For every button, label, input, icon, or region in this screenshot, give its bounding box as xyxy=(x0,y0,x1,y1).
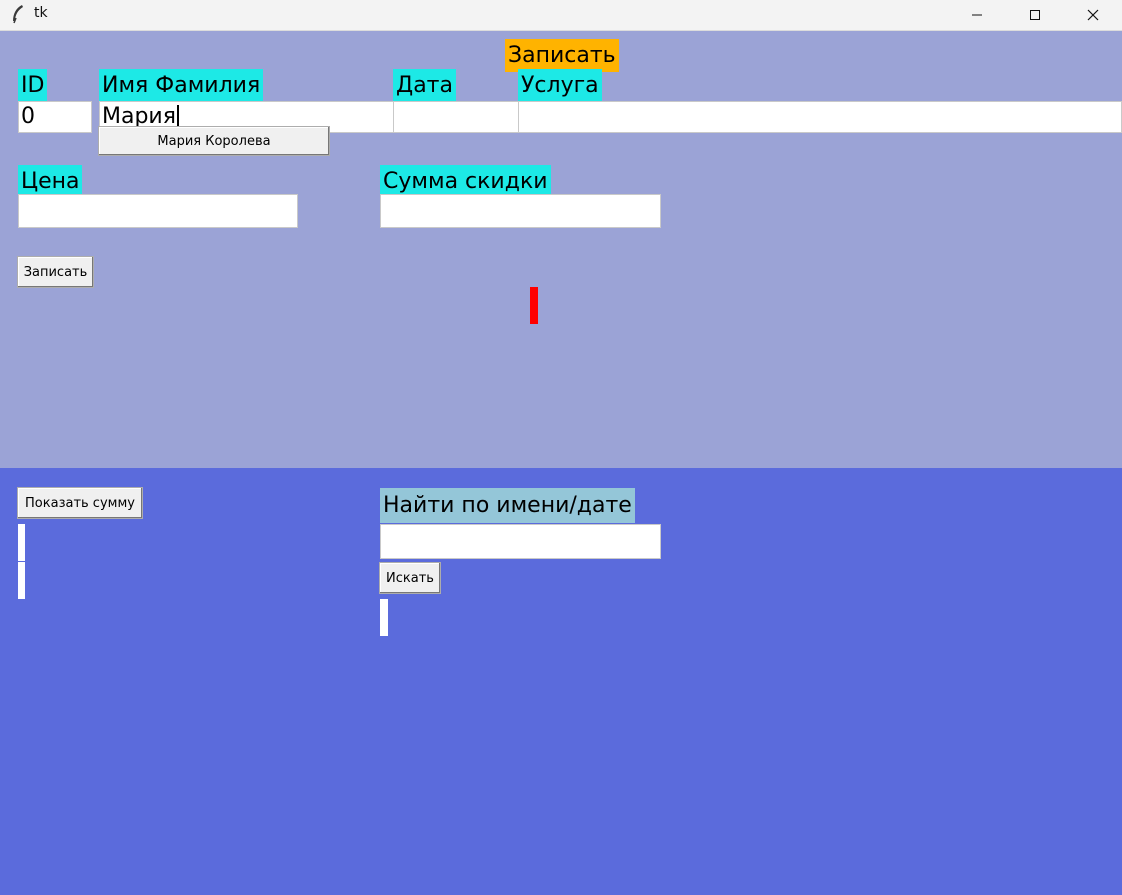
discount-label: Сумма скидки xyxy=(380,165,551,198)
service-label: Услуга xyxy=(518,69,602,102)
status-indicator xyxy=(530,287,538,324)
name-suggestion-item[interactable]: Мария Королева xyxy=(98,126,330,156)
search-button[interactable]: Искать xyxy=(379,562,441,594)
name-input-value: Мария xyxy=(102,104,176,129)
discount-input[interactable] xyxy=(380,194,661,228)
search-input[interactable] xyxy=(380,524,661,559)
text-caret xyxy=(176,105,179,129)
sum-output-label xyxy=(18,524,25,561)
price-label: Цена xyxy=(18,165,83,198)
minimize-button[interactable] xyxy=(948,0,1006,30)
search-result-label xyxy=(380,599,388,636)
date-label: Дата xyxy=(393,69,456,102)
close-icon xyxy=(1087,6,1099,25)
form-title: Записать xyxy=(505,39,619,72)
price-input[interactable] xyxy=(18,194,298,228)
name-label: Имя Фамилия xyxy=(99,69,264,102)
search-label: Найти по имени/дате xyxy=(380,488,635,523)
maximize-button[interactable] xyxy=(1006,0,1064,30)
minimize-icon xyxy=(971,6,983,25)
id-input-value: 0 xyxy=(21,104,35,129)
service-input[interactable] xyxy=(518,101,1122,133)
id-input[interactable]: 0 xyxy=(18,101,92,133)
window-title: tk xyxy=(34,5,48,21)
id-label: ID xyxy=(18,69,48,102)
sum-output-label-2 xyxy=(18,562,25,599)
date-input[interactable] xyxy=(393,101,519,133)
maximize-icon xyxy=(1029,6,1041,25)
save-button[interactable]: Записать xyxy=(17,256,94,288)
close-button[interactable] xyxy=(1064,0,1122,30)
feather-icon xyxy=(10,4,26,24)
show-sum-button[interactable]: Показать сумму xyxy=(17,487,143,519)
window-titlebar: tk xyxy=(0,0,1122,31)
